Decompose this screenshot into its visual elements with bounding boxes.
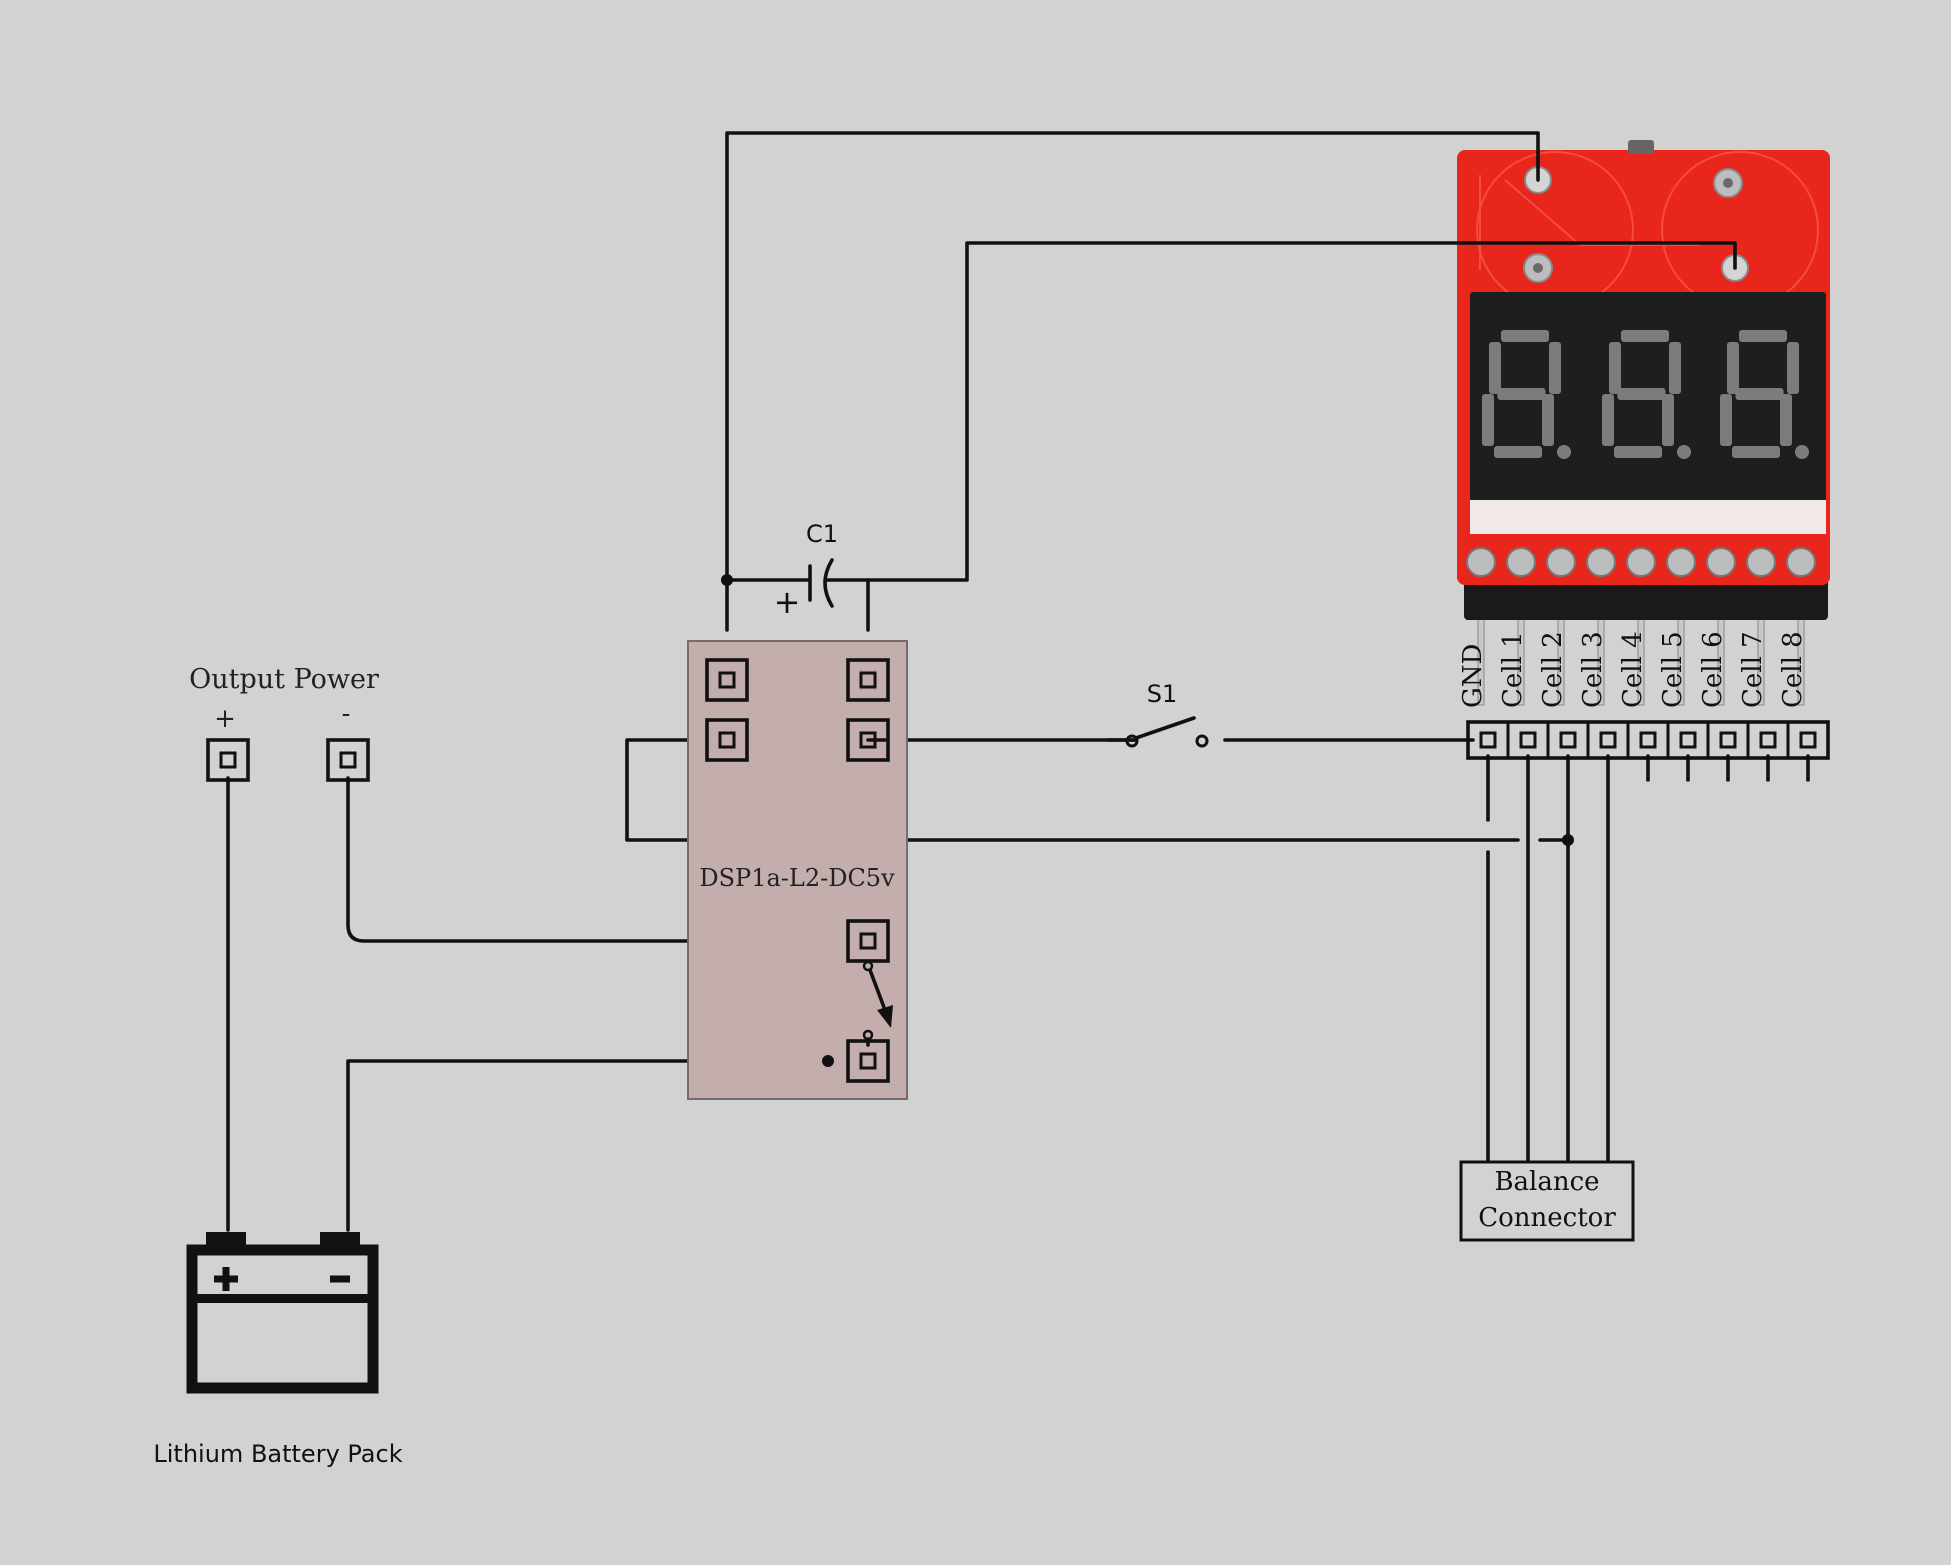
relay-contact-arrow-icon xyxy=(862,960,893,1047)
balance-connector-box xyxy=(1459,1160,1635,1242)
segment-c xyxy=(1780,394,1792,446)
output-plus-label: + xyxy=(214,704,236,734)
header-pins xyxy=(1466,720,1830,760)
pin-cell-4 xyxy=(1639,731,1657,749)
segment-c xyxy=(1662,394,1674,446)
seven-segment-display xyxy=(1482,330,1809,459)
pin-label-cell-6: Cell 6 xyxy=(1698,631,1728,708)
wire-module-top xyxy=(725,131,1540,584)
segment-f xyxy=(1489,342,1501,394)
segment-e xyxy=(1720,394,1732,446)
s1-label: S1 xyxy=(1147,680,1178,708)
pin-cell-7 xyxy=(1759,731,1777,749)
wires xyxy=(226,131,1810,1232)
decimal-point xyxy=(1557,445,1571,459)
segment-e xyxy=(1482,394,1494,446)
output-plus-terminal[interactable] xyxy=(206,738,250,782)
pin-label-cell-8: Cell 8 xyxy=(1778,631,1808,708)
pin-label-gnd: GND xyxy=(1458,644,1488,708)
pin-cell-2 xyxy=(1559,731,1577,749)
segment-b xyxy=(1787,342,1799,394)
pin-label-cell-3: Cell 3 xyxy=(1578,631,1608,708)
output-minus-label: - xyxy=(342,699,351,729)
display-bottom-strip xyxy=(1470,500,1826,534)
balance-connector-label-line2: Connector xyxy=(1478,1203,1616,1233)
relay-body xyxy=(687,640,908,1100)
pcb-top-connector xyxy=(1628,140,1654,154)
segment-c xyxy=(1542,394,1554,446)
segment-f xyxy=(1609,342,1621,394)
header-plastic-strip xyxy=(1464,575,1828,620)
segment-d xyxy=(1732,446,1780,458)
relay-coil-pin xyxy=(705,658,890,762)
segment-b xyxy=(1669,342,1681,394)
wire-module-second xyxy=(866,241,1737,632)
pin-label-cell-1: Cell 1 xyxy=(1498,631,1528,708)
pin-cell-5 xyxy=(1679,731,1697,749)
pin-cell-1 xyxy=(1519,731,1537,749)
mounting-screw-icon xyxy=(1523,168,1743,283)
output-minus-terminal[interactable] xyxy=(326,738,370,782)
segment-a xyxy=(1739,330,1787,342)
decimal-point xyxy=(1677,445,1691,459)
segment-g xyxy=(1497,388,1546,400)
pin-gnd xyxy=(1479,731,1497,749)
pin-cell-3 xyxy=(1599,731,1617,749)
c1-label: C1 xyxy=(806,520,838,548)
pin-cell-8 xyxy=(1799,731,1817,749)
battery-label: Lithium Battery Pack xyxy=(153,1440,402,1468)
segment-e xyxy=(1602,394,1614,446)
segment-f xyxy=(1727,342,1739,394)
balance-connector-label-line1: Balance xyxy=(1494,1167,1599,1197)
relay-label: DSP1a-L2-DC5v xyxy=(699,864,895,892)
segment-d xyxy=(1494,446,1542,458)
voltage-checker-module xyxy=(1457,140,1830,706)
c1-plus-label: + xyxy=(774,583,801,621)
switch-s1[interactable] xyxy=(1106,716,1209,748)
junction-dot xyxy=(822,1055,834,1067)
segment-g xyxy=(1735,388,1784,400)
wire-relay-loop xyxy=(625,738,1520,842)
junction-dot xyxy=(1562,834,1574,846)
segment-b xyxy=(1549,342,1561,394)
segment-a xyxy=(1501,330,1549,342)
segment-g xyxy=(1617,388,1666,400)
pin-labels: GND Cell 1 Cell 2 Cell 3 Cell 4 Cell 5 C… xyxy=(1458,631,1808,708)
pin-label-cell-7: Cell 7 xyxy=(1738,631,1768,708)
pin-label-cell-5: Cell 5 xyxy=(1658,631,1688,708)
wire-output-minus xyxy=(346,776,852,943)
pin-label-cell-2: Cell 2 xyxy=(1538,631,1568,708)
output-power-label: Output Power xyxy=(189,664,379,695)
pin-label-cell-4: Cell 4 xyxy=(1618,631,1648,708)
segment-d xyxy=(1614,446,1662,458)
junction-dot xyxy=(721,574,733,586)
battery-icon xyxy=(186,1232,379,1394)
segment-a xyxy=(1621,330,1669,342)
wire-battery-minus xyxy=(346,1059,830,1232)
wire-cell-stubs xyxy=(1646,754,1810,782)
capacitor-c1 xyxy=(808,558,870,608)
decimal-point xyxy=(1795,445,1809,459)
pin-cell-6 xyxy=(1719,731,1737,749)
header-pin-pads xyxy=(1466,547,1816,577)
